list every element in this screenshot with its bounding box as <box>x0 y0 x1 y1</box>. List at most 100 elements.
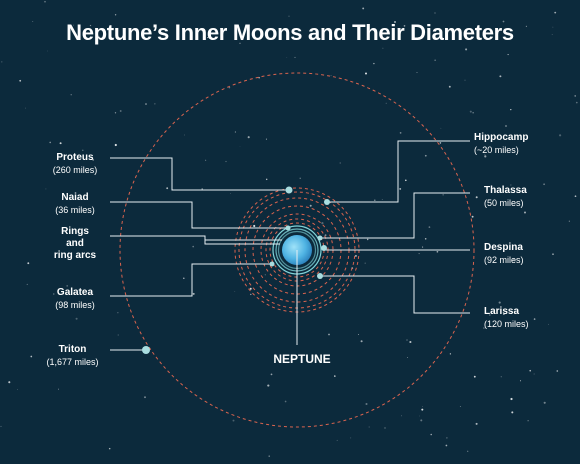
star <box>268 455 270 457</box>
star <box>57 388 60 390</box>
moon-name: Hippocamp <box>474 132 529 143</box>
moon-diameter: (120 miles) <box>484 319 529 329</box>
star <box>449 353 452 355</box>
star <box>75 317 78 320</box>
star <box>507 54 509 56</box>
star <box>442 194 444 196</box>
star <box>499 75 502 78</box>
star <box>114 112 117 114</box>
star <box>154 103 156 105</box>
star <box>482 327 485 329</box>
star <box>47 50 48 52</box>
star <box>384 427 386 429</box>
star <box>459 406 461 407</box>
star <box>422 246 424 248</box>
label-galatea: Galatea (98 miles) <box>40 287 110 311</box>
star <box>8 381 11 384</box>
label-larissa: Larissa (120 miles) <box>484 306 564 330</box>
rings-line-2: and <box>66 238 84 249</box>
star <box>424 238 427 240</box>
star <box>239 42 241 44</box>
star <box>464 79 466 81</box>
label-thalassa: Thalassa (50 miles) <box>484 185 564 209</box>
star <box>471 215 474 218</box>
star <box>350 437 352 439</box>
star <box>556 370 559 372</box>
star <box>364 72 368 75</box>
star <box>405 179 407 182</box>
star <box>145 103 147 105</box>
moons <box>142 186 330 354</box>
star <box>364 262 366 264</box>
star <box>360 340 363 343</box>
planet-label: NEPTUNE <box>273 352 331 366</box>
star <box>89 24 92 27</box>
star <box>543 401 546 404</box>
star <box>1 61 3 63</box>
label-triton: Triton (1,677 miles) <box>35 344 110 368</box>
label-proteus: Proteus (260 miles) <box>40 152 110 176</box>
leader-galatea <box>110 263 272 297</box>
star <box>114 143 117 147</box>
star <box>309 204 312 207</box>
moon-name: Larissa <box>484 306 520 317</box>
star <box>524 211 526 214</box>
star <box>270 373 273 376</box>
star <box>445 444 448 447</box>
moon-larissa <box>317 273 323 279</box>
label-hippocamp: Hippocamp (~20 miles) <box>474 132 564 156</box>
moon-diameter: (36 miles) <box>55 205 95 215</box>
rings-line-3: ring arcs <box>53 250 97 261</box>
star <box>533 318 536 320</box>
star <box>184 134 185 136</box>
rings-line-1: Rings <box>61 226 89 237</box>
star <box>519 380 522 382</box>
star <box>73 24 74 26</box>
star <box>234 131 236 133</box>
star <box>552 253 554 255</box>
star <box>336 439 338 441</box>
star <box>525 25 527 27</box>
star <box>510 184 512 186</box>
star <box>334 375 336 377</box>
star <box>228 86 231 89</box>
star <box>247 136 250 139</box>
star <box>328 333 330 336</box>
star <box>19 79 22 82</box>
star <box>403 25 406 27</box>
star <box>367 238 369 241</box>
star <box>448 85 451 88</box>
star <box>409 340 412 344</box>
star <box>575 101 578 104</box>
star <box>45 188 47 190</box>
star <box>230 193 231 194</box>
star <box>551 34 553 35</box>
star <box>288 15 290 17</box>
star <box>420 419 423 422</box>
leader-naiad <box>110 201 287 229</box>
moon-despina <box>321 245 327 251</box>
leader-proteus <box>110 157 287 191</box>
star <box>265 178 268 181</box>
star <box>510 397 513 401</box>
star <box>374 199 376 201</box>
star <box>548 323 550 325</box>
star <box>354 254 357 257</box>
star <box>201 188 203 190</box>
star <box>286 56 288 58</box>
star <box>192 245 194 248</box>
moon-hippocamp <box>324 199 330 205</box>
star <box>117 312 119 314</box>
star <box>17 389 18 390</box>
star <box>264 274 266 276</box>
star <box>207 37 209 39</box>
star <box>510 109 512 111</box>
star <box>439 142 442 144</box>
star <box>324 234 327 237</box>
star <box>339 162 341 164</box>
leader-rings-b <box>204 240 280 245</box>
star <box>59 142 62 145</box>
star <box>27 262 30 265</box>
